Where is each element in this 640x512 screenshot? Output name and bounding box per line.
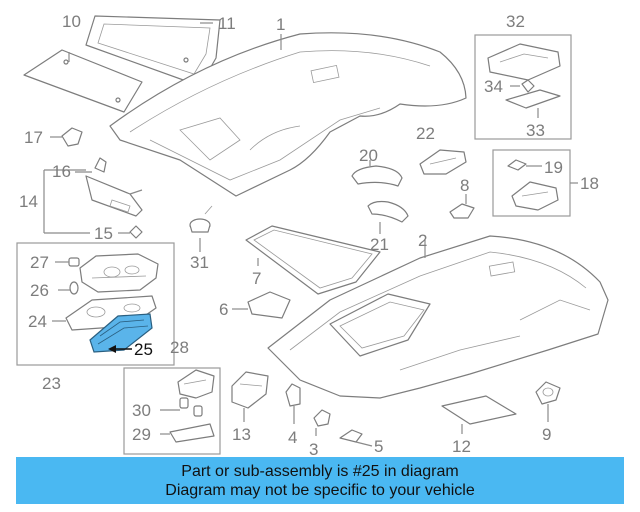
part-25-highlighted-shape[interactable]	[89, 313, 153, 353]
part-number-25: 25	[134, 340, 153, 359]
part-number-13: 13	[232, 425, 251, 444]
part-number-3: 3	[309, 440, 318, 459]
part-29-shape	[160, 423, 215, 443]
part-11-shape	[85, 15, 221, 87]
part-34-shape	[510, 79, 535, 93]
part-8-shape	[449, 194, 475, 219]
part-number-22: 22	[416, 124, 435, 143]
part-number-8: 8	[460, 176, 469, 195]
group-box-23	[16, 242, 175, 366]
part-number-34: 34	[484, 77, 503, 96]
part-number-29: 29	[132, 425, 151, 444]
part-15-shape	[118, 225, 143, 239]
part-number-31: 31	[190, 253, 209, 272]
part-number-16: 16	[52, 162, 71, 181]
banner-line-2: Diagram may not be specific to your vehi…	[165, 482, 475, 499]
part-number-12: 12	[452, 437, 471, 456]
part-number-9: 9	[542, 425, 551, 444]
part-number-10: 10	[62, 12, 81, 31]
part-5-shape	[339, 429, 373, 447]
part-number-2: 2	[418, 231, 427, 250]
part-10-shape	[23, 49, 143, 113]
part-13-shape	[231, 371, 269, 422]
part-7-shape	[245, 225, 381, 295]
part-number-21: 21	[370, 235, 389, 254]
part-12-shape	[441, 395, 517, 434]
part-number-14: 14	[19, 192, 38, 211]
part-19-shape	[507, 159, 542, 171]
part-number-27: 27	[30, 253, 49, 272]
part-number-6: 6	[219, 300, 228, 319]
part-27-shape	[55, 257, 80, 267]
part-30-shape	[160, 397, 203, 417]
part-number-4: 4	[288, 428, 297, 447]
info-banner: Part or sub-assembly is #25 in diagram D…	[16, 457, 624, 504]
part-1-shape	[109, 32, 467, 197]
part-23-console-shape	[79, 253, 159, 293]
part-number-32: 32	[506, 12, 525, 31]
part-number-18: 18	[580, 174, 599, 193]
part-9-shape	[535, 381, 561, 422]
part-number-5: 5	[374, 437, 383, 456]
part-number-20: 20	[359, 146, 378, 165]
part-22-shape	[419, 149, 467, 175]
part-number-17: 17	[24, 128, 43, 147]
part-28-shape	[177, 369, 215, 399]
part-20-shape	[351, 160, 403, 187]
part-18-shape	[511, 181, 578, 211]
part-16-shape	[75, 157, 107, 173]
part-32-shape	[487, 43, 561, 81]
part-number-24: 24	[28, 312, 47, 331]
part-26-shape	[58, 281, 79, 295]
part-6-shape	[232, 291, 291, 319]
part-number-28: 28	[170, 338, 189, 357]
part-14-shape	[85, 175, 143, 217]
part-number-26: 26	[30, 281, 49, 300]
part-17-shape	[50, 127, 83, 147]
part-3-shape	[313, 409, 331, 436]
part-number-15: 15	[94, 224, 113, 243]
part-number-19: 19	[544, 158, 563, 177]
part-2-shape	[267, 235, 609, 399]
part-number-23: 23	[42, 374, 61, 393]
part-number-33: 33	[526, 121, 545, 140]
group-box-32	[474, 34, 572, 140]
part-number-7: 7	[252, 269, 261, 288]
part-number-11: 11	[218, 14, 236, 33]
part-number-30: 30	[132, 401, 151, 420]
part-33-shape	[505, 89, 561, 118]
part-4-shape	[285, 383, 301, 424]
banner-line-1: Part or sub-assembly is #25 in diagram	[181, 463, 459, 480]
part-number-1: 1	[276, 15, 285, 34]
part-21-shape	[367, 200, 409, 234]
group-box-28	[123, 367, 221, 455]
part-31-shape	[189, 205, 213, 252]
